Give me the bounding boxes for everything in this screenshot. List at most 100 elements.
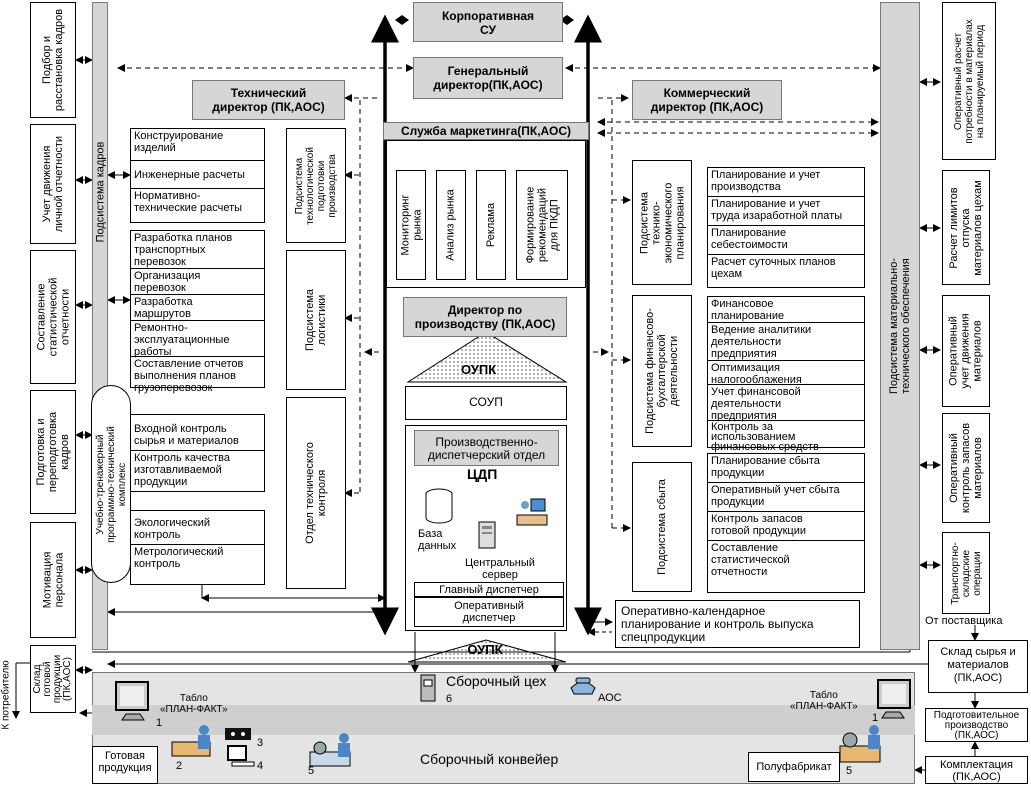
operative-dispatcher-label: Оперативный диспетчер [454,600,524,624]
finished-products-box: Готовая продукция [92,746,158,784]
mto-subsystem-label: Подсистема материально- технического обе… [888,258,913,394]
raw-material-warehouse-label: Склад сырья и материалов (ПК,АОС) [940,646,1016,684]
comm-item-analytics: Ведение аналитики деятельности предприят… [708,323,864,361]
technical-control-dept: Отдел технического контроля [286,397,346,589]
commercial-group-2: Финансовое планирование Ведение аналитик… [707,296,865,453]
comm-item-daily-plans: Расчет суточных планов цехам [711,256,836,280]
worker-station-left-icon [171,725,211,757]
tech-group-1: Конструирование изделий Инженерные расче… [130,128,265,223]
cassette-icon [225,728,251,740]
comm-item-sales-accounting: Оперативный учет сбыта продукции [708,483,864,512]
num-5-right: 5 [846,765,853,777]
commercial-director-label: Коммерческий директор (ПК,АОС) [650,86,764,114]
assembly-kitting: Комплектация (ПК,АОС) [925,756,1028,784]
calendar-planning-box: Оперативно-календарное планирование и ко… [615,600,860,648]
oupk-label: ОУПК [461,362,497,377]
from-supplier-label: От поставщика [925,615,1003,627]
tech-item-design: Конструирование изделий [131,129,264,161]
num-3: 3 [257,737,264,749]
tech-item-input-control: Входной контроль сырья и материалов [131,415,264,451]
corporate-label: Корпоративная СУ [441,9,535,37]
num-6: 6 [446,693,453,705]
marketing-analysis: Анализ рынка [436,170,466,280]
server-label: Центральный сервер [465,557,535,581]
operative-dispatcher-box: Оперативный диспетчер [414,597,564,627]
raw-material-warehouse: Склад сырья и материалов (ПК,АОС) [928,640,1028,693]
commercial-group-3: Планирование сбыта продукции Оперативный… [707,453,865,593]
server-icon [478,521,496,549]
general-director-label: Генеральный директор(ПК,АОС) [433,64,543,92]
tech-item-ecological: Экологический контроль [131,511,264,545]
comm-item-financial-accounting: Учет финансовой деятельности предприятия [708,385,864,422]
prep-production-label: Подготовительное производство (ПК,АОС) [933,710,1020,741]
comm-item-sales-planning: Планирование сбыта продукции [708,454,864,483]
card-transport-warehouse: Транспортно- складские операции [942,532,990,614]
tech-item-routes: Разработка маршрутов [131,295,264,321]
card-statistics-text: Составление статистической отчетности [35,277,72,357]
soup-box: СОУП [405,386,567,420]
card-material-movement: Оперативный учет движения материалов [942,295,990,407]
marketing-label: Служба маркетинга(ПК,АОС) [400,124,572,138]
marketing-box: Служба маркетинга(ПК,АОС) [383,122,589,140]
commercial-group-1: Планирование и учет производства Планиро… [707,167,865,288]
tech-item-cargo-reports: Составление отчетов выполнения планов гр… [134,358,244,394]
tech-director-label: Технический директор (ПК,АОС) [212,86,325,114]
tech-item-metrological: Метрологический контроль [134,546,224,570]
num-5-left: 5 [308,765,315,777]
comm-item-sales-statistics: Составление статистической отчетности [711,542,790,578]
comm-item-funds-control: Контроль за использованием финансовых ср… [711,421,819,453]
semi-finished-box: Полуфабрикат [748,752,840,782]
comm-item-cost-planning: Планирование себестоимости [708,226,864,255]
conveyor-station-2-icon [839,725,881,763]
general-director-box: Генеральный директор(ПК,АОС) [413,57,563,99]
finance-subsystem: Подсистема финансово- бухгалтерской деят… [632,295,692,447]
chief-dispatcher-box: Главный диспетчер [414,582,564,597]
tech-econ-subsystem: Подсистема технико- экономического плани… [632,160,692,285]
tech-group-4: Экологический контроль Метрологический к… [130,510,265,585]
tech-item-normative-calc: Нормативно- технические расчеты [134,190,243,214]
cdp-label: ЦДП [467,466,498,482]
soup-label: СОУП [469,395,503,409]
card-stock-control: Оперативный контроль запасов материалов [942,413,990,523]
corporate-box: Корпоративная СУ [413,2,563,42]
tech-item-transport-org: Организация перевозок [131,269,264,295]
assembly-shop-title: Сборочный цех [446,673,547,689]
num-2: 2 [176,760,183,772]
card-attendance-text: Учет движения личной отчетности [41,136,65,232]
shop-oupk-label: ОУПК [467,642,503,657]
chief-dispatcher-label: Главный диспетчер [439,584,539,596]
conveyor-label: Сборочный конвейер [420,751,559,767]
sales-subsystem: Подсистема сбыта [632,462,692,592]
card-motivation-text: Мотивация персонала [41,551,65,609]
database-icon [425,488,453,524]
tech-item-transport-plans: Разработка планов транспортных перевозок [131,231,264,269]
production-director-box: Директор по производству (ПК,АОС) [403,297,567,337]
tech-prep-subsystem: Подсистема технологической подготовки пр… [286,128,346,243]
tech-director-box: Технический директор (ПК,АОС) [192,80,345,120]
marketing-monitoring: Мониторинг рынка [396,170,426,280]
commercial-director-box: Коммерческий директор (ПК,АОС) [632,80,782,120]
tech-item-quality-control: Контроль качества изготавливаемой продук… [134,452,230,488]
card-training-text: Подготовка и переподготовка кадров [35,411,72,493]
monitor-left-icon [115,681,149,721]
phone-icon [570,677,596,695]
logistics-subsystem: Подсистема логистики [286,250,346,390]
marketing-advertising: Реклама [476,170,506,280]
comm-item-financial-planning: Финансовое планирование [708,297,864,323]
comm-item-stock-control: Контроль запасов готовой продукции [708,512,864,541]
card-statistics: Составление статистической отчетности [30,250,76,384]
conveyor-station-1-icon [309,733,351,767]
comm-item-production-planning: Планирование и учет производства [708,168,864,197]
card-motivation: Мотивация персонала [30,522,76,638]
prep-production: Подготовительное производство (ПК,АОС) [925,708,1028,742]
card-training: Подготовка и переподготовка кадров [30,390,76,514]
card-attendance: Учет движения личной отчетности [30,124,76,244]
shop-aoc-label: АОС [598,692,622,704]
comm-item-tax-optimization: Оптимизация налогооблажения [708,361,864,386]
semi-finished-label: Полуфабрикат [756,761,832,773]
monitor-right-icon [877,679,911,719]
tech-group-3: Входной контроль сырья и материалов Конт… [130,414,265,492]
num-1-right: 1 [872,712,879,724]
board-left-label: Табло «ПЛАН-ФАКТ» [160,693,228,715]
training-complex [91,385,131,583]
